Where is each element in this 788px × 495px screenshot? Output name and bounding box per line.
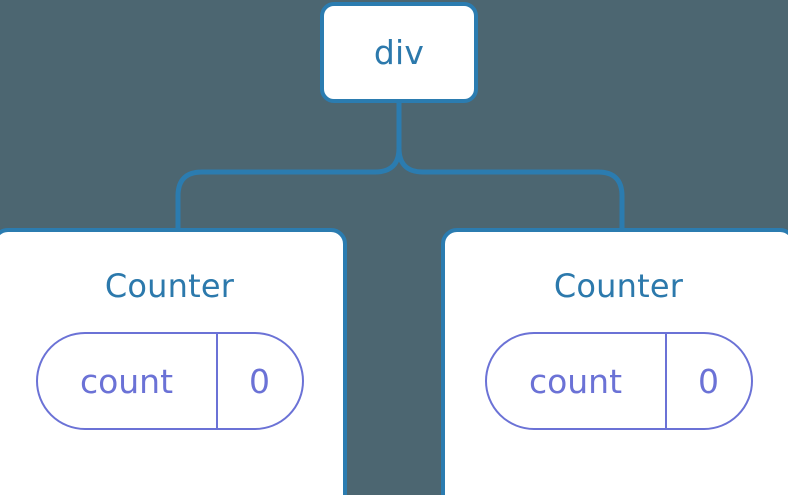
component-node-counter-0[interactable]: Counter count 0: [0, 228, 347, 495]
component-title: Counter: [553, 267, 684, 305]
state-value-label: 0: [215, 334, 302, 428]
connector-branch-left: [175, 145, 402, 237]
root-node-div[interactable]: div: [320, 2, 478, 103]
root-node-label: div: [373, 33, 425, 72]
state-pill[interactable]: count 0: [35, 332, 304, 430]
connector-branch-right: [396, 100, 625, 237]
state-value-label: 0: [664, 334, 751, 428]
state-key-label: count: [528, 361, 623, 401]
state-key-label: count: [79, 361, 174, 401]
component-node-counter-1[interactable]: Counter count 0: [441, 228, 788, 495]
state-pill[interactable]: count 0: [484, 332, 753, 430]
component-title: Counter: [104, 267, 235, 305]
